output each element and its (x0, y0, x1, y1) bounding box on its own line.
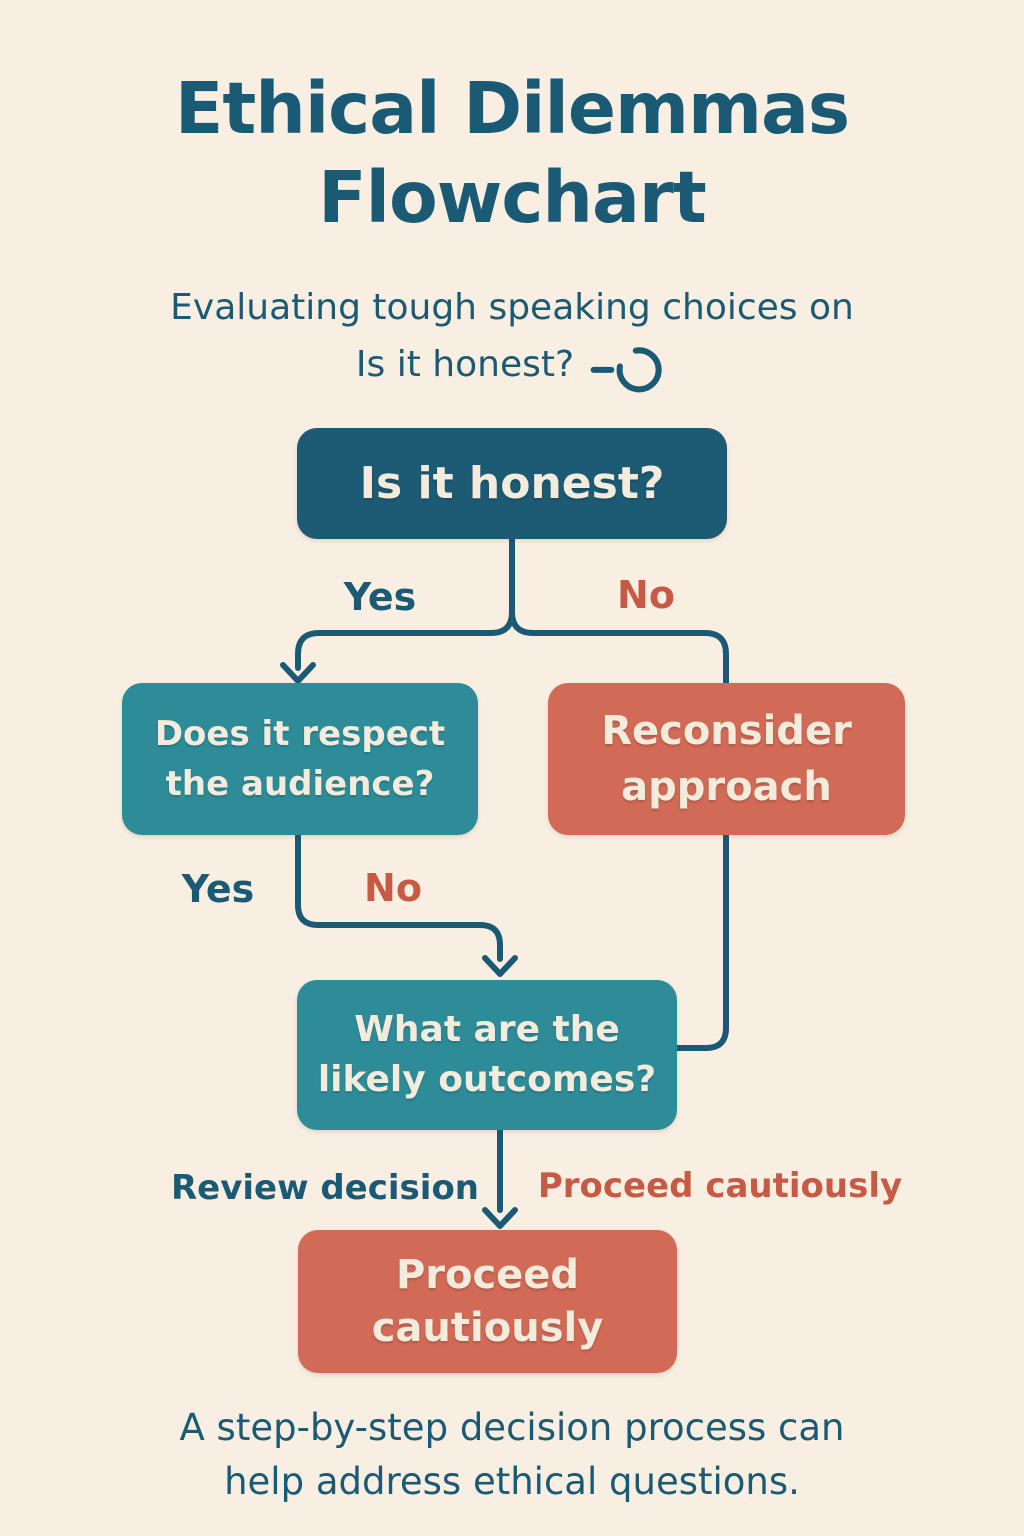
node-label-line1: Reconsider (601, 708, 852, 754)
subtitle-question: Is it honest? (355, 344, 575, 385)
edge-label-proceed-cautiously: Proceed cautiously (537, 1166, 903, 1206)
node-label-line1: What are the (354, 1009, 620, 1050)
edge-audience-no (295, 832, 503, 962)
node-label-line1: Does it respect (154, 714, 446, 754)
arrowhead-outcomes-proceed (482, 1207, 518, 1229)
node-likely-outcomes: What are the likely outcomes? (297, 980, 677, 1130)
edge-label-review-decision: Review decision (170, 1168, 480, 1208)
footer-line-1: A step-by-step decision process can (179, 1406, 845, 1449)
node-label-line2: cautiously (371, 1304, 604, 1351)
node-label-line2: the audience? (165, 764, 435, 804)
footer-line-2: help address ethical questions. (224, 1460, 800, 1503)
title-line-2: Flowchart (318, 156, 707, 239)
subtitle-line-1: Evaluating tough speaking choices on (170, 287, 854, 328)
node-is-it-honest: Is it honest? (297, 428, 727, 539)
node-respect-audience: Does it respect the audience? (122, 683, 478, 835)
title-line-1: Ethical Dilemmas (174, 67, 850, 150)
page-title: Ethical Dilemmas Flowchart (0, 64, 1024, 242)
edge-label-yes-1: Yes (343, 575, 417, 619)
edge-honest-no (509, 536, 729, 686)
node-proceed-cautiously: Proceed cautiously (298, 1230, 677, 1373)
node-label-line1: Proceed (395, 1251, 580, 1298)
edge-label-yes-2: Yes (181, 867, 255, 911)
node-reconsider-approach: Reconsider approach (548, 683, 905, 835)
footer-caption: A step-by-step decision process can help… (0, 1401, 1024, 1509)
arrowhead-honest-yes (280, 662, 316, 684)
node-label-line2: likely outcomes? (317, 1059, 657, 1100)
arrowhead-audience-no (482, 955, 518, 977)
edge-reconsider-outcomes (674, 832, 729, 1051)
node-label-line2: approach (621, 764, 832, 810)
edge-label-no-2: No (364, 866, 422, 910)
edge-label-no-1: No (617, 573, 675, 617)
subtitle-line-2: Is it honest? (0, 336, 1024, 394)
subtitle: Evaluating tough speaking choices on Is … (0, 280, 1024, 394)
node-label: Is it honest? (359, 458, 665, 509)
loop-circle-icon (590, 347, 662, 393)
